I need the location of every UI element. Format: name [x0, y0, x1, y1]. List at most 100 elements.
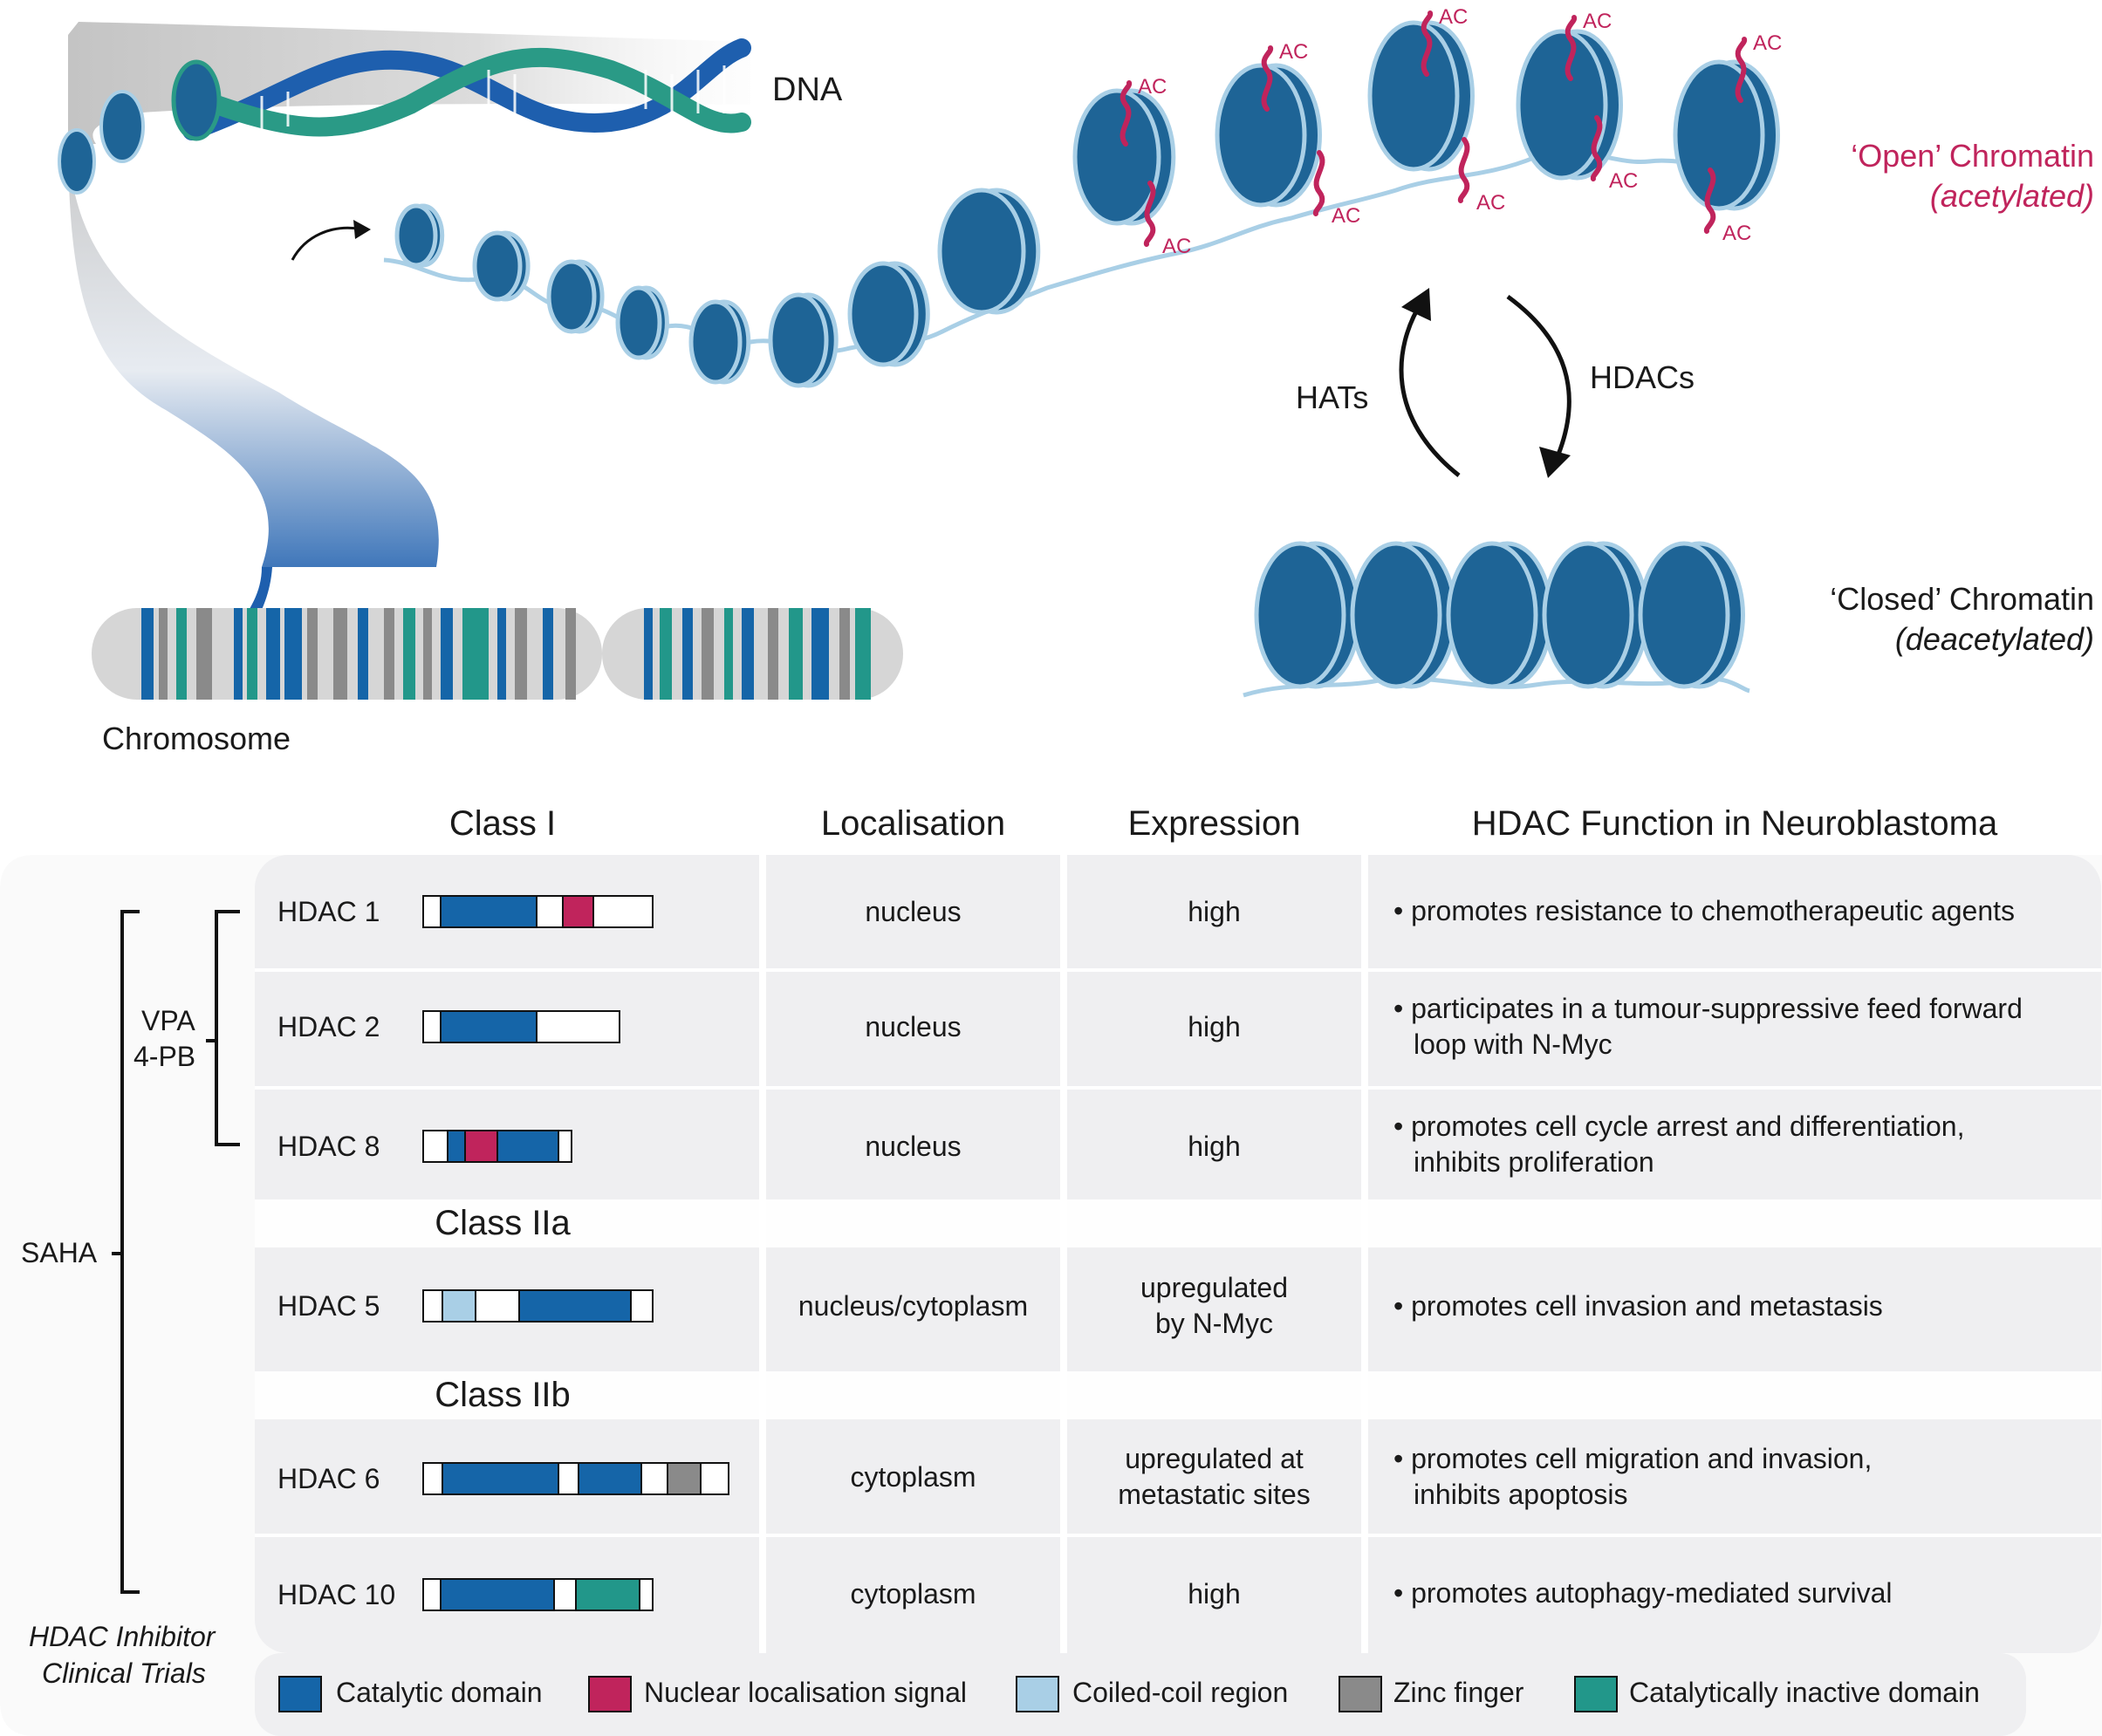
closed-chromatin-subtitle: (deacetylated)	[1894, 621, 2094, 657]
chromosome-band	[497, 608, 506, 700]
open-nucleosome	[394, 203, 445, 268]
row-expr-hdac6-line1: upregulated at	[1125, 1443, 1304, 1474]
row-expr-hdac1: high	[1188, 896, 1241, 927]
chromosome-band	[724, 608, 733, 700]
row-expr-hdac10: high	[1188, 1578, 1241, 1610]
domain-segment	[562, 895, 594, 928]
hdacs-label: HDACs	[1590, 359, 1695, 395]
ac-label: AC	[1279, 40, 1308, 64]
ac-label: AC	[1609, 169, 1638, 193]
header-class-iib: Class IIb	[435, 1376, 571, 1414]
domain-segment	[575, 1578, 640, 1611]
legend-label-coiled: Coiled-coil region	[1072, 1677, 1289, 1708]
chromosome-band	[515, 608, 527, 700]
open-nucleosome	[768, 292, 839, 388]
open-nucleosome	[615, 285, 669, 360]
chromosome-band	[141, 608, 154, 700]
domain-bar	[422, 895, 654, 928]
header-expression: Expression	[1127, 804, 1301, 843]
inhibitor-vpa: VPA	[141, 1005, 195, 1036]
chromosome-band	[196, 608, 212, 700]
legend-label-zinc: Zinc finger	[1393, 1677, 1524, 1708]
domain-segment	[464, 1130, 498, 1163]
chromosome-band	[266, 608, 280, 700]
domain-segment	[496, 1130, 559, 1163]
closed-nucleosome	[1542, 541, 1649, 689]
domain-bar	[422, 1578, 654, 1611]
chromosome-band	[247, 608, 257, 700]
acetyl-tail	[1735, 37, 1748, 103]
row-fn-hdac2-line1: • participates in a tumour-suppressive f…	[1393, 993, 2023, 1024]
chromosome-band	[682, 608, 693, 700]
chromosome	[92, 608, 903, 700]
row-fn-hdac1: • promotes resistance to chemotherapeuti…	[1393, 895, 2016, 926]
dna-rungs	[260, 65, 726, 131]
row-loc-hdac1: nucleus	[865, 896, 962, 927]
open-nucleosome	[937, 188, 1041, 315]
domain-bar	[422, 1462, 729, 1495]
closed-nucleosomes	[1254, 541, 1745, 689]
row-loc-hdac10: cytoplasm	[850, 1578, 976, 1610]
row-expr-hdac8: high	[1188, 1131, 1241, 1162]
row-name-hdac1: HDAC 1	[277, 896, 380, 927]
ac-label: AC	[1138, 75, 1167, 99]
row-loc-hdac6: cytoplasm	[850, 1461, 976, 1493]
row-fn-hdac8-line1: • promotes cell cycle arrest and differe…	[1393, 1111, 1965, 1142]
row-fn-hdac6-line2: inhibits apoptosis	[1414, 1479, 1628, 1510]
domain-segment	[440, 1010, 537, 1043]
chromosome-band	[358, 608, 368, 700]
acetyl-tail	[1703, 167, 1716, 234]
domain-segment	[518, 1289, 632, 1323]
row-loc-hdac5: nucleus/cytoplasm	[798, 1290, 1029, 1322]
legend-swatch-inactive	[1574, 1676, 1618, 1712]
row-name-hdac2: HDAC 2	[277, 1011, 380, 1042]
acetyl-tail	[1565, 15, 1578, 81]
legend-swatch-catalytic	[278, 1676, 322, 1712]
domain-segment	[440, 1578, 555, 1611]
ac-label: AC	[1162, 235, 1191, 258]
open-nucleosome	[472, 230, 531, 302]
inhibitor-saha: SAHA	[21, 1237, 98, 1268]
domain-bar	[422, 1289, 654, 1323]
domain-segment	[667, 1462, 702, 1495]
dna-helix	[182, 38, 751, 140]
header-function: HDAC Function in Neuroblastoma	[1471, 804, 1998, 843]
open-nucleosome	[1072, 88, 1176, 226]
chromosome-label: Chromosome	[102, 721, 291, 756]
ac-label: AC	[1476, 191, 1505, 215]
row-fn-hdac5: • promotes cell invasion and metastasis	[1393, 1290, 1883, 1322]
chromosome-band	[384, 608, 394, 700]
row-name-hdac6: HDAC 6	[277, 1463, 380, 1494]
chromosome-band	[543, 608, 553, 700]
header-localisation: Localisation	[820, 804, 1006, 843]
domain-bars	[422, 895, 729, 1611]
closed-chromatin	[1243, 541, 1750, 698]
open-nucleosome	[688, 299, 751, 385]
acetyl-tail	[1421, 10, 1434, 77]
domain-segment	[578, 1462, 642, 1495]
chromosome-band	[768, 608, 778, 700]
chromosome-bands	[141, 608, 871, 700]
open-nucleosome	[546, 259, 605, 334]
closed-nucleosome	[1446, 541, 1553, 689]
fiber-loops	[77, 182, 421, 450]
acetyl-tail	[1119, 80, 1133, 147]
chromosome-band	[742, 608, 754, 700]
open-nucleosome	[847, 261, 930, 367]
chromosome-band	[702, 608, 714, 700]
inhibitor-4pb: 4-PB	[134, 1041, 196, 1072]
acetyl-tail	[1143, 181, 1156, 247]
chromatin-ribbon	[58, 22, 751, 628]
hats-arrowhead	[1401, 288, 1431, 321]
ac-label: AC	[1753, 31, 1782, 55]
chromosome-band	[159, 608, 168, 700]
chromosome-band	[441, 608, 453, 700]
header-class-iia: Class IIa	[435, 1204, 571, 1242]
chromosome-band	[462, 608, 489, 700]
chromosome-band	[423, 608, 432, 700]
legend-swatch-zinc	[1339, 1676, 1382, 1712]
legend-label-catalytic: Catalytic domain	[336, 1677, 543, 1708]
